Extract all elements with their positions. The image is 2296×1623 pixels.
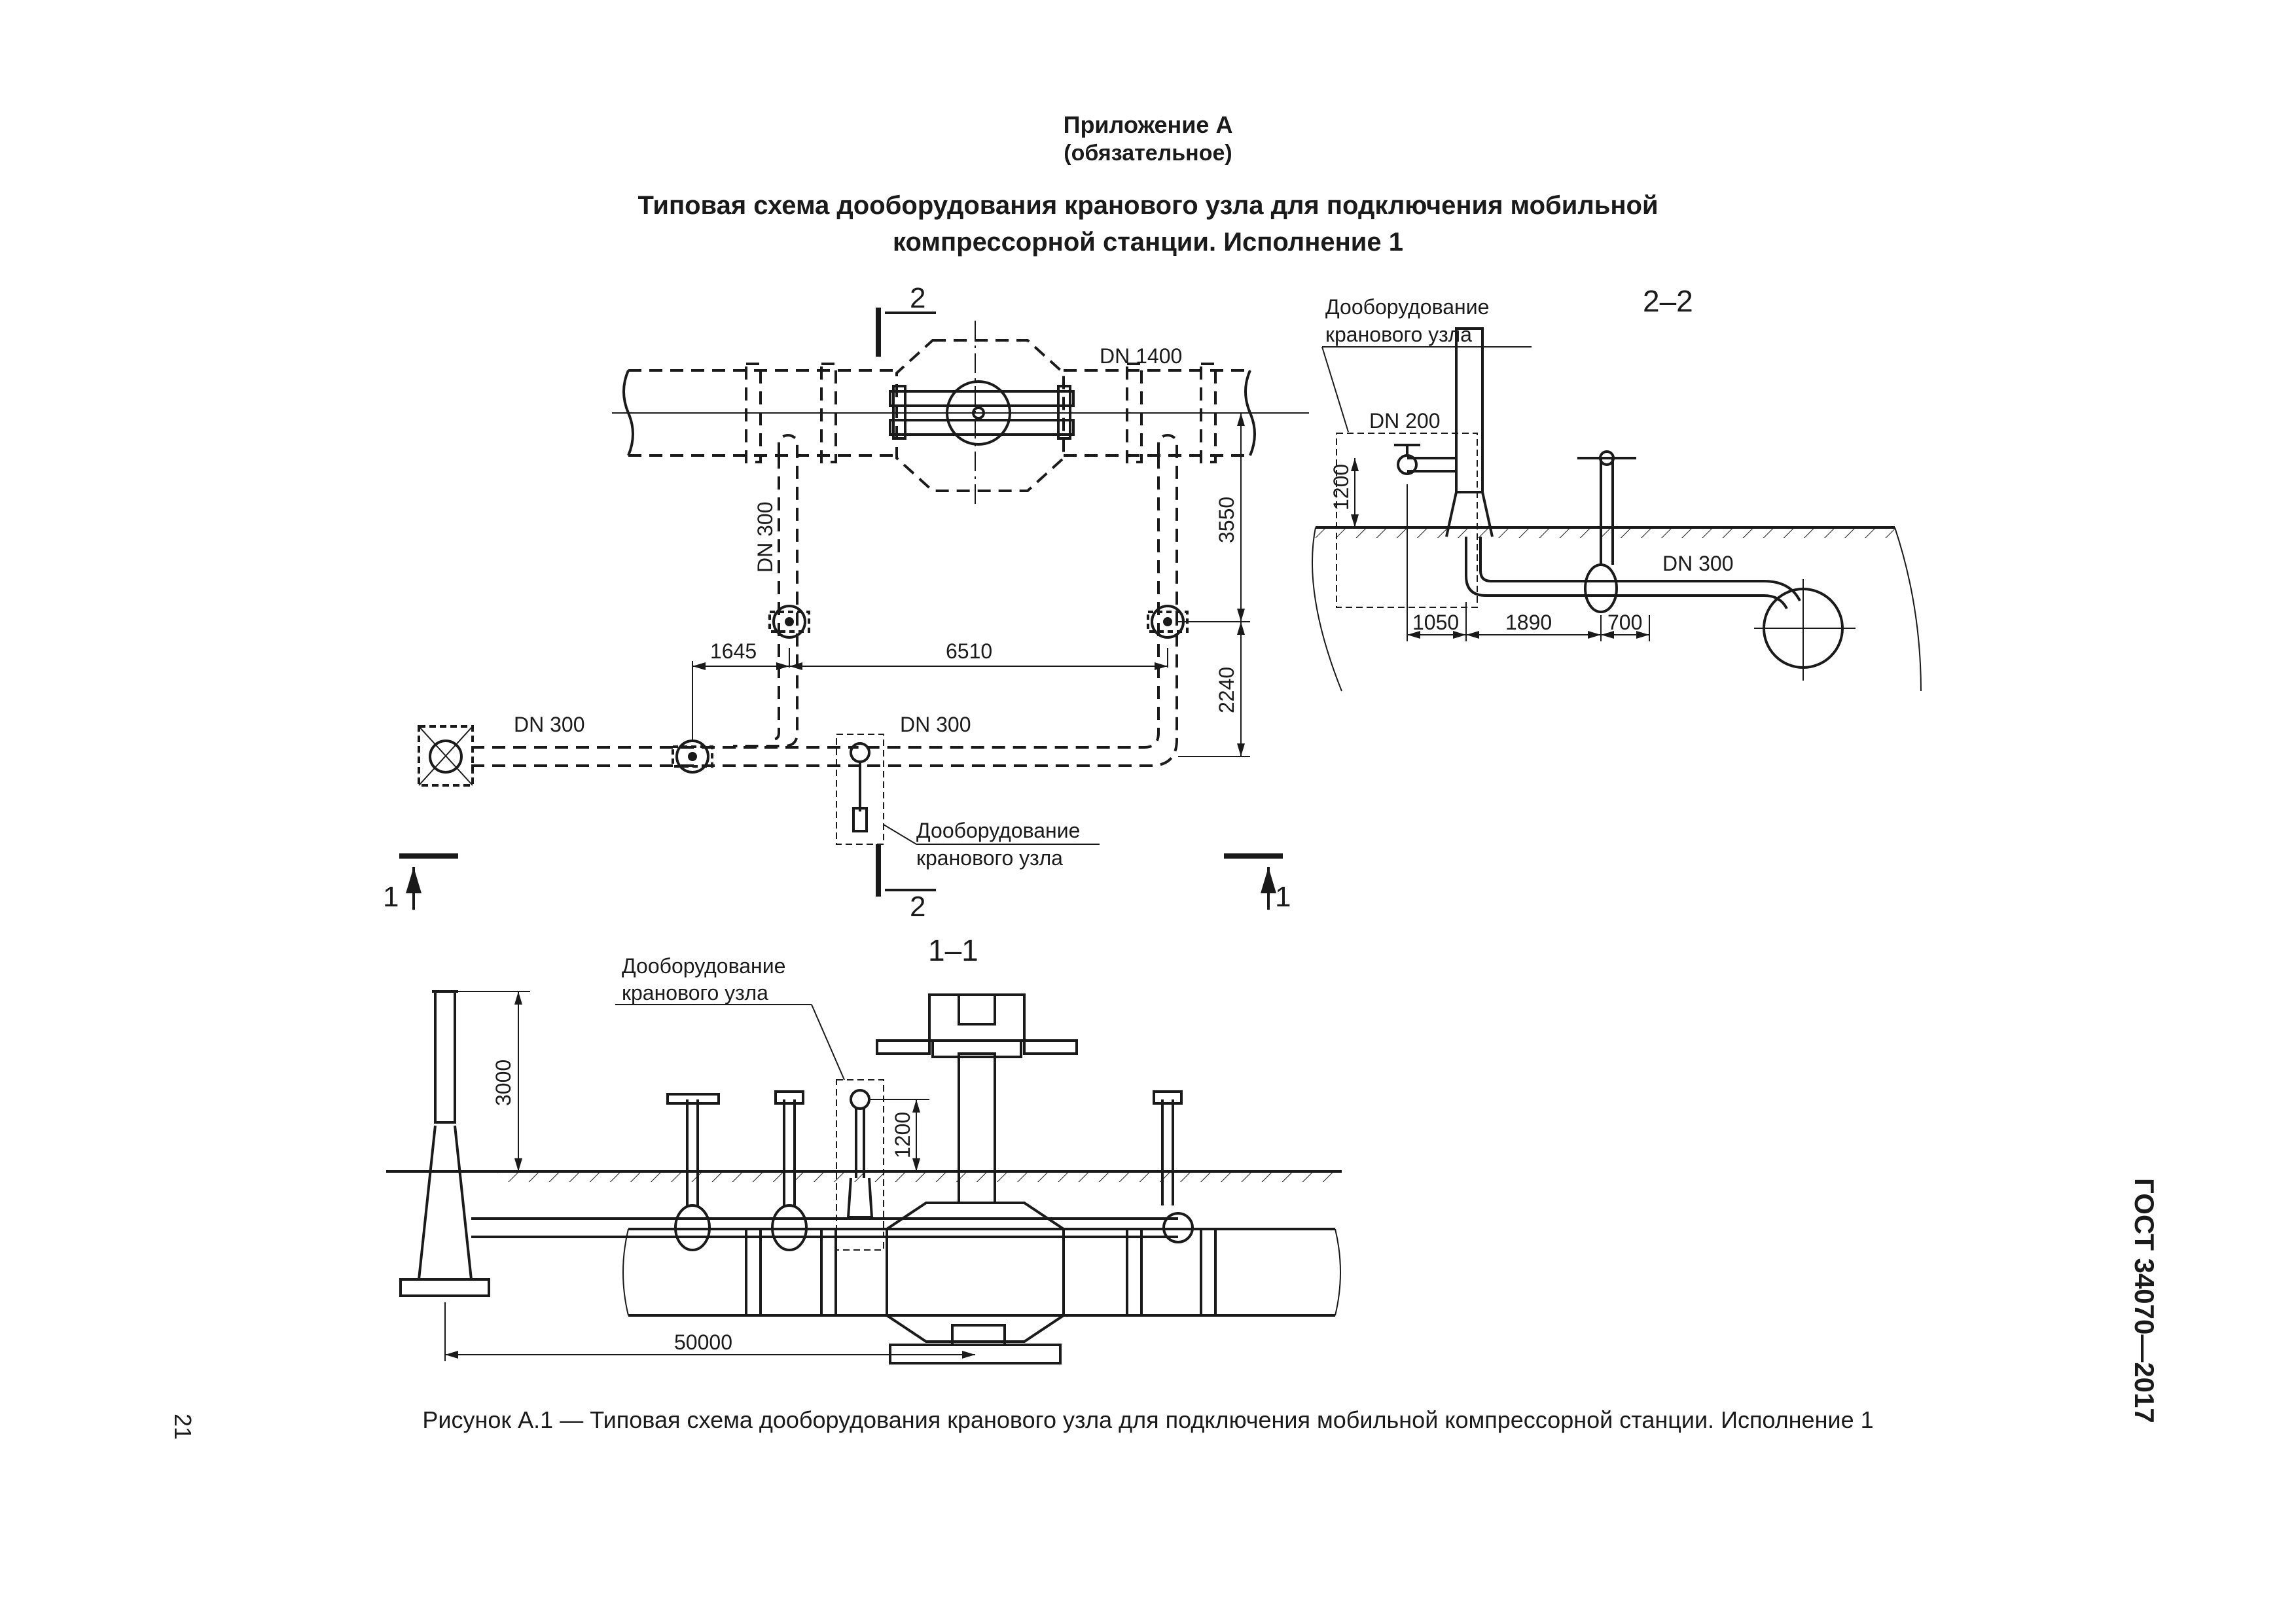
s11-dim-50000: 50000 <box>674 1330 732 1354</box>
branch-valve-left <box>768 605 810 639</box>
plan-dim-2240: 2240 <box>1215 667 1238 713</box>
section-2-2-view <box>1312 327 1922 692</box>
plan-equip-label-1: Дооборудование <box>916 819 1080 842</box>
plan-dn300-vertical-label: DN 300 <box>753 502 777 573</box>
section-marker-1-left <box>399 853 458 910</box>
valve-1-1-mid <box>771 1090 808 1251</box>
section-marker-2-top <box>876 308 936 357</box>
section-marker-1-right <box>1224 853 1283 910</box>
equipment-plan <box>836 734 884 845</box>
s22-dn200-label: DN 200 <box>1369 409 1441 433</box>
s22-dim-1050: 1050 <box>1412 611 1459 634</box>
branch-valve-horizontal <box>672 740 713 774</box>
s11-dim-3000: 3000 <box>492 1060 515 1106</box>
plan-equip-label-2: кранового узла <box>916 846 1063 870</box>
plan-dim-1645: 1645 <box>710 639 757 663</box>
s22-dim-1890: 1890 <box>1505 611 1552 634</box>
section-2-top-label: 2 <box>910 282 925 314</box>
branch-right-vertical <box>851 434 1178 767</box>
plan-view <box>399 308 1309 910</box>
plan-dim-3550: 3550 <box>1215 497 1238 543</box>
s22-dim-700: 700 <box>1607 611 1642 634</box>
s22-equip-label-2: кранового узла <box>1325 323 1472 346</box>
vent-candle-section <box>399 990 490 1297</box>
s22-dim-1200: 1200 <box>1329 464 1353 510</box>
section-2-bottom-label: 2 <box>910 891 925 923</box>
s11-equip-label-1: Дооборудование <box>622 954 785 978</box>
plan-dim-6510: 6510 <box>946 639 992 663</box>
annex-heading: Приложение А <box>1063 111 1233 138</box>
plan-dn300-left-label: DN 300 <box>514 713 585 736</box>
s22-equip-label-1: Дооборудование <box>1325 295 1489 319</box>
section-1-left-label: 1 <box>383 881 399 913</box>
section-1-1-view <box>386 990 1342 1364</box>
section-marker-2-bottom <box>876 844 936 897</box>
s11-dim-1200: 1200 <box>891 1112 914 1158</box>
vent-candle-plan <box>418 725 474 787</box>
s22-dn300-label: DN 300 <box>1662 552 1734 575</box>
s11-equip-label-2: кранового узла <box>622 981 768 1005</box>
equipment-section <box>836 1079 884 1251</box>
valve-1-1-left <box>666 1093 720 1251</box>
page-number: 21 <box>170 1414 196 1440</box>
main-crane-valve <box>889 380 1075 446</box>
valve-1-1-right <box>1153 1090 1183 1205</box>
figure-caption: Рисунок А.1 — Типовая схема дооборудован… <box>422 1406 1874 1433</box>
plan-dimensions <box>692 412 1250 845</box>
section-1-1-title: 1–1 <box>928 933 978 967</box>
branch-horizontal-dn300 <box>471 746 851 767</box>
figure-title: Типовая схема дооборудования кранового у… <box>0 187 2296 260</box>
standard-number: ГОСТ 34070—2017 <box>2129 1178 2160 1423</box>
figure-title-line1: Типовая схема дооборудования кранового у… <box>637 191 1659 220</box>
branch-left-vertical <box>733 434 798 747</box>
section-2-2-title: 2–2 <box>1643 284 1693 318</box>
plan-dn1400-label: DN 1400 <box>1100 344 1182 368</box>
valve-2-2 <box>1577 450 1636 613</box>
section-1-right-label: 1 <box>1275 881 1291 913</box>
annex-note: (обязательное) <box>1064 141 1232 166</box>
figure-title-line2: компрессорной станции. Исполнение 1 <box>893 228 1403 257</box>
plan-dn300-right-label: DN 300 <box>900 713 971 736</box>
